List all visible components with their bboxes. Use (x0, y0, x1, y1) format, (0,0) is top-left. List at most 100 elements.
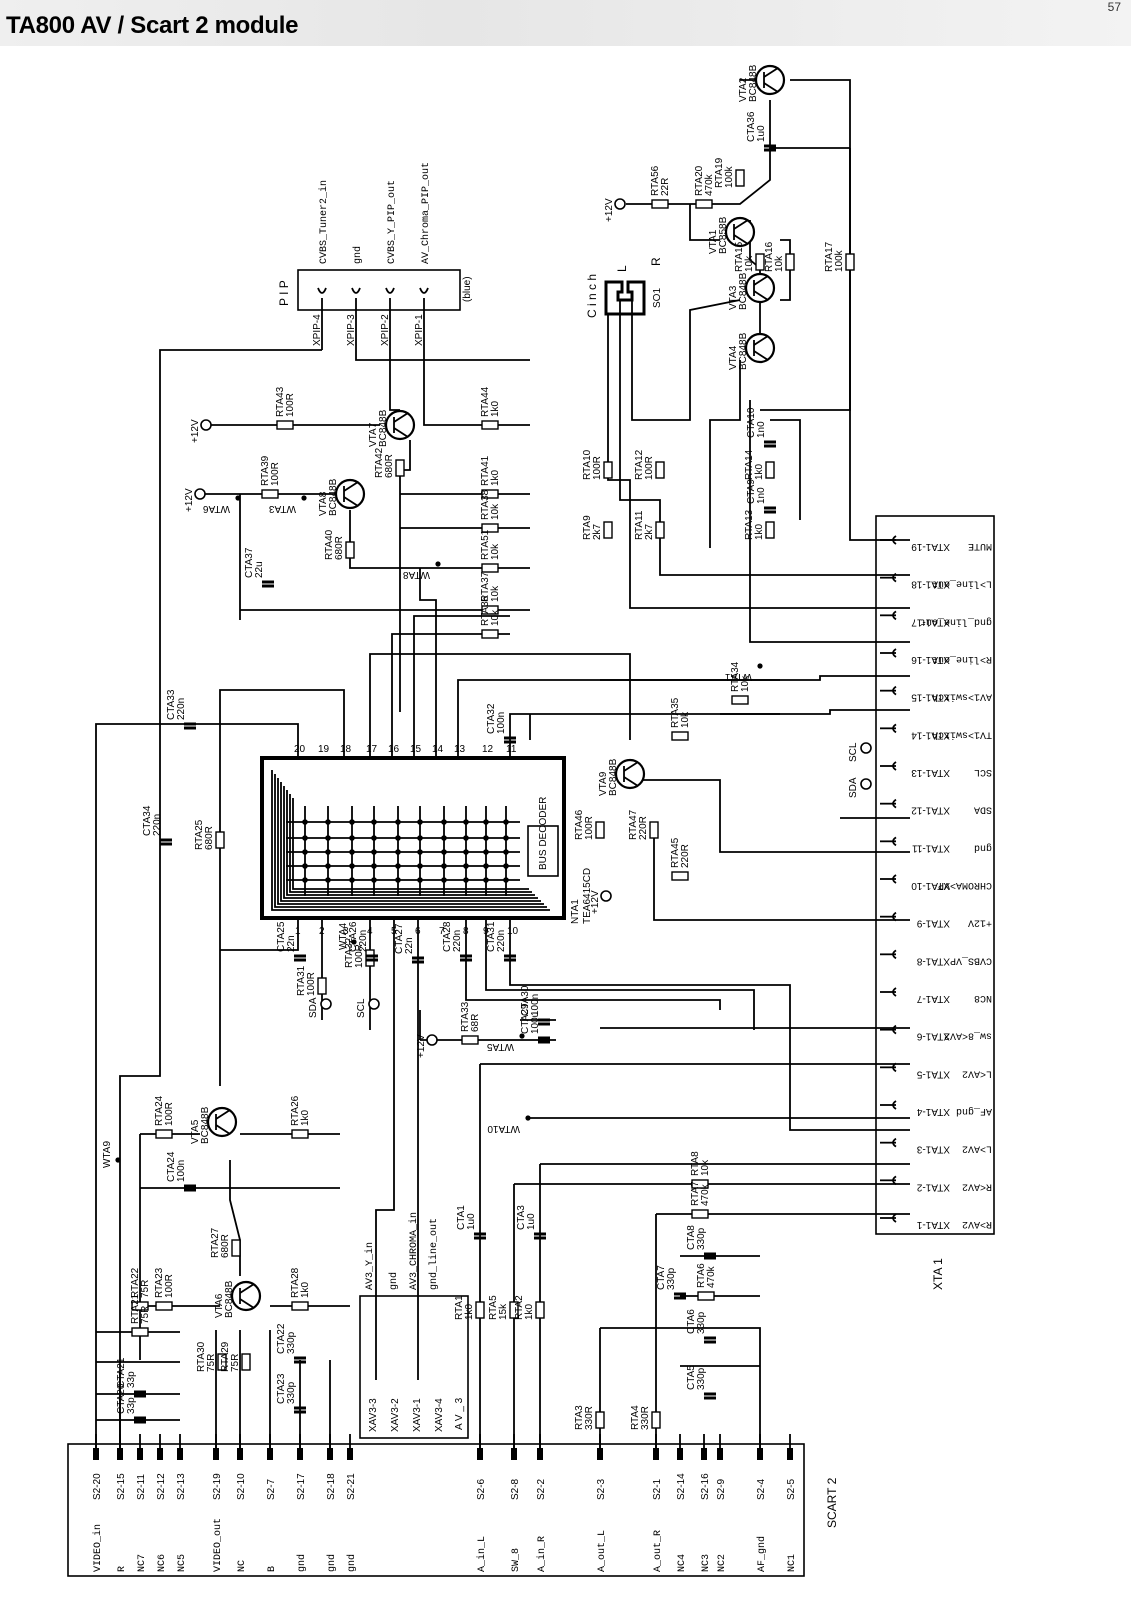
resistor-ref: RTA10 (582, 449, 593, 480)
av3-pin-1: XAV3-1 (412, 1398, 423, 1432)
resistor-ref: RTA38 (480, 489, 491, 520)
scart2-pin-name: A_in_R (536, 1536, 548, 1572)
resistor-ref: RTA5 (488, 1295, 499, 1320)
capacitor-ref: CTA33 (166, 689, 177, 720)
transistor-part: BC848B (738, 332, 749, 370)
resistor-ref: RTA44 (480, 386, 491, 417)
xta1-pin-id: XTA1-9 (916, 918, 950, 929)
capacitor-ref: CTA8 (686, 1225, 697, 1250)
resistor-ref: RTA40 (324, 529, 335, 560)
wire-link-label: WTA10 (487, 1123, 520, 1134)
ic-ref: NTA1 (570, 899, 581, 924)
xta1-pin-name: gnd (974, 841, 992, 853)
resistor-ref: RTA11 (634, 510, 645, 540)
capacitor-ref: CTA24 (166, 1151, 177, 1182)
scart2-pin-id: S2-9 (716, 1478, 727, 1500)
resistor-ref: RTA35 (670, 697, 681, 728)
bus-decoder-label: BUS DECODER (538, 797, 549, 870)
capacitor-value: 100u (530, 1012, 541, 1034)
xta1-pin-name: TV1>switch (932, 728, 992, 740)
resistor-value: 330R (584, 1406, 595, 1430)
scart2-ref: SCART 2 (825, 1477, 839, 1528)
capacitor-ref: CTA7 (656, 1265, 667, 1290)
resistor-value: 15k (498, 1303, 509, 1320)
transistor-part: BC858B (718, 216, 729, 254)
ic-pin-top: 13 (454, 744, 466, 755)
av3-pin-3: XAV3-3 (368, 1398, 379, 1432)
xta1-pin-id: XTA1-10 (911, 880, 950, 891)
resistor-value: 75R (206, 1354, 217, 1372)
pip-pin-4: XPIP-4 (312, 314, 323, 346)
resistor-value: 330R (640, 1406, 651, 1430)
capacitor-value: 100n (530, 994, 541, 1016)
transistor-ref: VTA8 (318, 491, 329, 516)
scart2-pin-name: NC2 (717, 1554, 728, 1572)
capacitor-value: 1n0 (756, 487, 767, 504)
capacitor-ref: CTA37 (244, 547, 255, 578)
ic-pin-bottom: 3 (343, 926, 349, 937)
resistor-value: 1k0 (300, 1281, 311, 1298)
xta1-pin-name: R>line_out (932, 653, 992, 665)
resistor-ref: RTA20 (694, 165, 705, 196)
cinch-connector: C i n c h L R SO1 (585, 257, 663, 375)
resistor-value: 680R (220, 1234, 231, 1258)
av3-ref: A V _ 3 (454, 1397, 465, 1430)
scart2-pin-id: S2-1 (652, 1478, 663, 1500)
scart2-pin-name: A_out_R (653, 1530, 664, 1572)
xta1-pin-id: XTA1-11 (912, 842, 950, 853)
xta1-pin-name: AF_gnd (956, 1105, 992, 1117)
cinch-right-label: R (649, 257, 663, 266)
scart2-pin-id: S2-12 (156, 1473, 167, 1500)
resistor-ref: RTA47 (628, 809, 639, 840)
capacitor-ref: CTA9 (746, 479, 757, 504)
resistor-value: 100R (644, 456, 655, 480)
pip-line-4: AV_Chroma_PIP_out (420, 162, 432, 264)
scart2-connector: SCART 2 S2-20VIDEO_inS2-15RS2-11NC7S2-12… (67, 1434, 839, 1577)
resistor-ref: RTA22 (130, 1267, 141, 1298)
xta1-pin-id: XTA1-5 (916, 1068, 950, 1079)
supply-label-12v: +12V (590, 890, 601, 914)
xta1-pin-name: AV1>switch (932, 691, 992, 703)
resistor-ref: RTA43 (275, 386, 286, 417)
resistor-ref: RTA32 (344, 937, 355, 968)
ic-pin-top: 17 (366, 744, 378, 755)
resistor-value: 100k (834, 249, 845, 272)
scart2-pin-id: S2-2 (536, 1478, 547, 1500)
scart2-pin-id: S2-20 (92, 1473, 103, 1500)
transistor-ref: VTA3 (728, 285, 739, 310)
scart2-pin-id: S2-3 (596, 1478, 607, 1500)
capacitor-ref: CTA26 (348, 921, 359, 952)
ic-pin-bottom: 10 (507, 926, 519, 937)
capacitor-value: 1u0 (756, 125, 767, 142)
ic-pin-top: 18 (340, 744, 352, 755)
scart2-pin-name: VIDEO_in (92, 1524, 104, 1572)
supply-label-12v: +12V (190, 419, 201, 443)
xta1-pin-id: XTA1-13 (911, 767, 950, 778)
resistor-value: 100R (592, 456, 603, 480)
resistor-value: 680R (384, 454, 395, 478)
resistor-value: 2k7 (592, 523, 603, 540)
scart2-pin-name: NC3 (701, 1554, 712, 1572)
